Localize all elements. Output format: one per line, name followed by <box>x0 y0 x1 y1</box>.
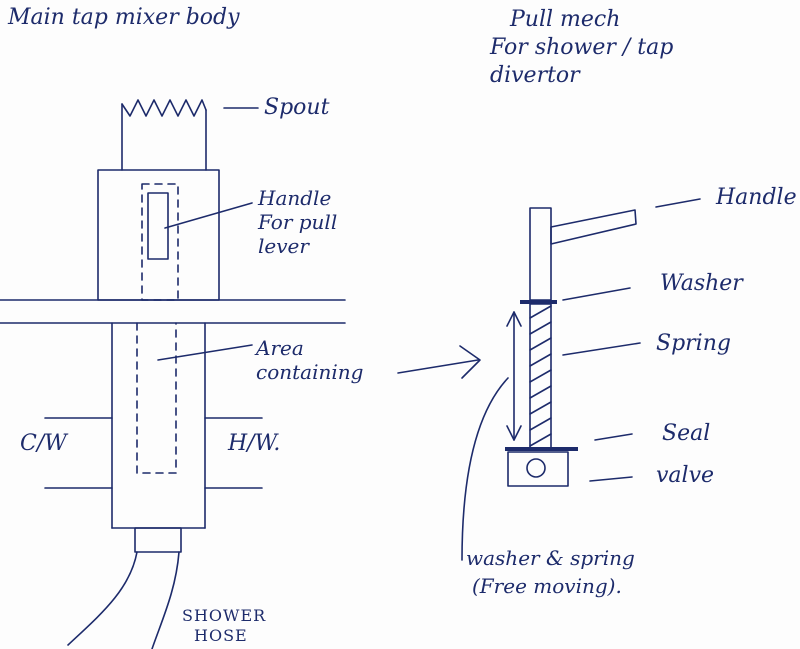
washer-spring-leader <box>461 377 509 561</box>
right-title-line-3: divertor <box>490 63 580 88</box>
valve-body <box>507 451 569 487</box>
stem <box>529 207 552 301</box>
seal-leader <box>594 433 633 441</box>
handle-leader <box>164 202 253 229</box>
hot-water-label: H/W. <box>228 431 281 456</box>
mixer-body-drawing <box>0 99 346 649</box>
area-containing-line-1: Area <box>256 336 304 360</box>
shower-hose <box>67 551 138 646</box>
handle-pull-lever-line-3: lever <box>258 234 309 258</box>
shower-hose-label: SHOWER HOSE <box>182 606 266 646</box>
seal-label: Seal <box>662 421 711 446</box>
handle-pull-lever-label: Handle For pull lever <box>258 186 337 258</box>
spring-label: Spring <box>656 331 731 356</box>
spring-hatching <box>529 305 552 447</box>
pull-mech-drawing <box>397 198 701 561</box>
washer-label: Washer <box>660 271 743 296</box>
washer-spring-line-2: (Free moving). <box>472 574 622 598</box>
pointing-arrow-head <box>459 345 481 379</box>
shower-hose-line-2: HOSE <box>194 626 248 645</box>
left-title: Main tap mixer body <box>8 5 240 30</box>
right-title: Pull mech For shower / tap divertor <box>490 6 673 90</box>
washer-spring-line-1: washer & spring <box>466 546 635 570</box>
handle-arm <box>550 209 637 245</box>
washer-leader <box>562 287 631 301</box>
right-title-line-2: For shower / tap <box>490 35 674 60</box>
cavity-dashed <box>136 322 177 474</box>
travel-arrow-head-bottom <box>506 425 522 441</box>
valve-leader <box>589 476 633 482</box>
spout-zigzag <box>121 99 207 117</box>
right-title-line-1: Pull mech <box>510 7 621 32</box>
spout-label: Spout <box>264 95 330 120</box>
area-containing-line-2: containing <box>256 360 364 384</box>
travel-arrow-head-top <box>506 311 522 327</box>
cold-water-label: C/W <box>20 431 67 456</box>
handle-pull-lever-line-2: For pull <box>258 210 338 234</box>
washer-spring-label: washer & spring (Free moving). <box>466 544 635 600</box>
pointing-arrow <box>397 359 479 374</box>
valve-label: valve <box>656 463 715 488</box>
hose-connector <box>134 527 182 553</box>
shower-hose-inner <box>151 551 180 649</box>
valve-ball <box>526 458 546 478</box>
handle-leader-right <box>655 198 701 208</box>
shower-hose-line-1: SHOWER <box>182 606 267 625</box>
handle-label: Handle <box>716 185 797 210</box>
area-leader <box>157 344 253 361</box>
handle-pull-lever-line-1: Handle <box>258 186 332 210</box>
spring-leader <box>562 342 641 356</box>
area-containing-label: Area containing <box>256 336 363 384</box>
upper-body <box>97 169 220 301</box>
pull-lever-slot <box>147 192 169 260</box>
